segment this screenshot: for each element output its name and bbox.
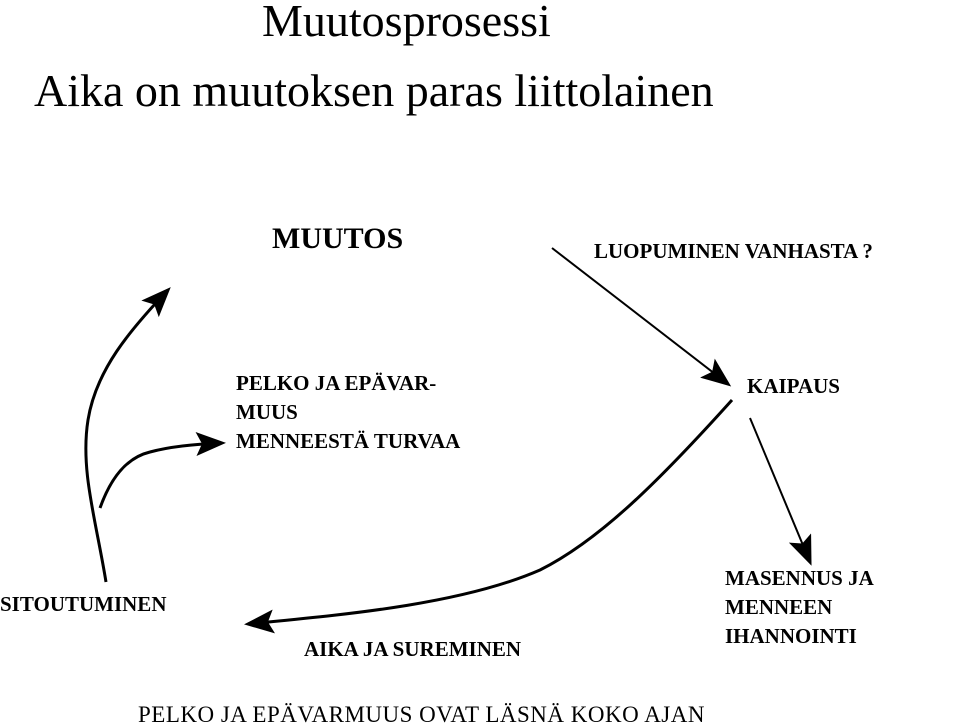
node-pelko-line: MENNEESTÄ TURVAA	[236, 429, 461, 453]
node-masennus-line: MASENNUS JA	[725, 566, 874, 590]
arrow-kaipaus-to-masennus	[749, 417, 812, 566]
node-kaipaus: KAIPAUS	[747, 374, 840, 398]
node-pelko-line: PELKO JA EPÄVAR-	[236, 371, 437, 395]
node-masennus-line: IHANNOINTI	[725, 624, 857, 648]
node-pelko: PELKO JA EPÄVAR- MUUS MENNEESTÄ TURVAA	[236, 369, 460, 456]
footer-note: PELKO JA EPÄVARMUUS OVAT LÄSNÄ KOKO AJAN	[138, 702, 705, 727]
arrow-luopuminen-to-kaipaus	[551, 247, 732, 387]
node-luopuminen: LUOPUMINEN VANHASTA ?	[594, 239, 873, 263]
arrow-branch-to-pelko	[98, 432, 226, 509]
node-masennus: MASENNUS JA MENNEEN IHANNOINTI	[725, 564, 874, 651]
arrow-sitoutuminen-to-muutos	[84, 287, 171, 583]
diagram-subtitle: Aika on muutoksen paras liittolainen	[34, 65, 714, 116]
node-muutos: MUUTOS	[272, 222, 404, 255]
node-sitoutuminen: SITOUTUMINEN	[0, 592, 167, 616]
node-masennus-line: MENNEEN	[725, 595, 833, 619]
node-aika: AIKA JA SUREMINEN	[304, 637, 522, 661]
diagram-title: Muutosprosessi	[262, 0, 551, 46]
node-pelko-line: MUUS	[236, 400, 298, 424]
arrow-kaipaus-to-sitoutuminen	[244, 398, 734, 634]
